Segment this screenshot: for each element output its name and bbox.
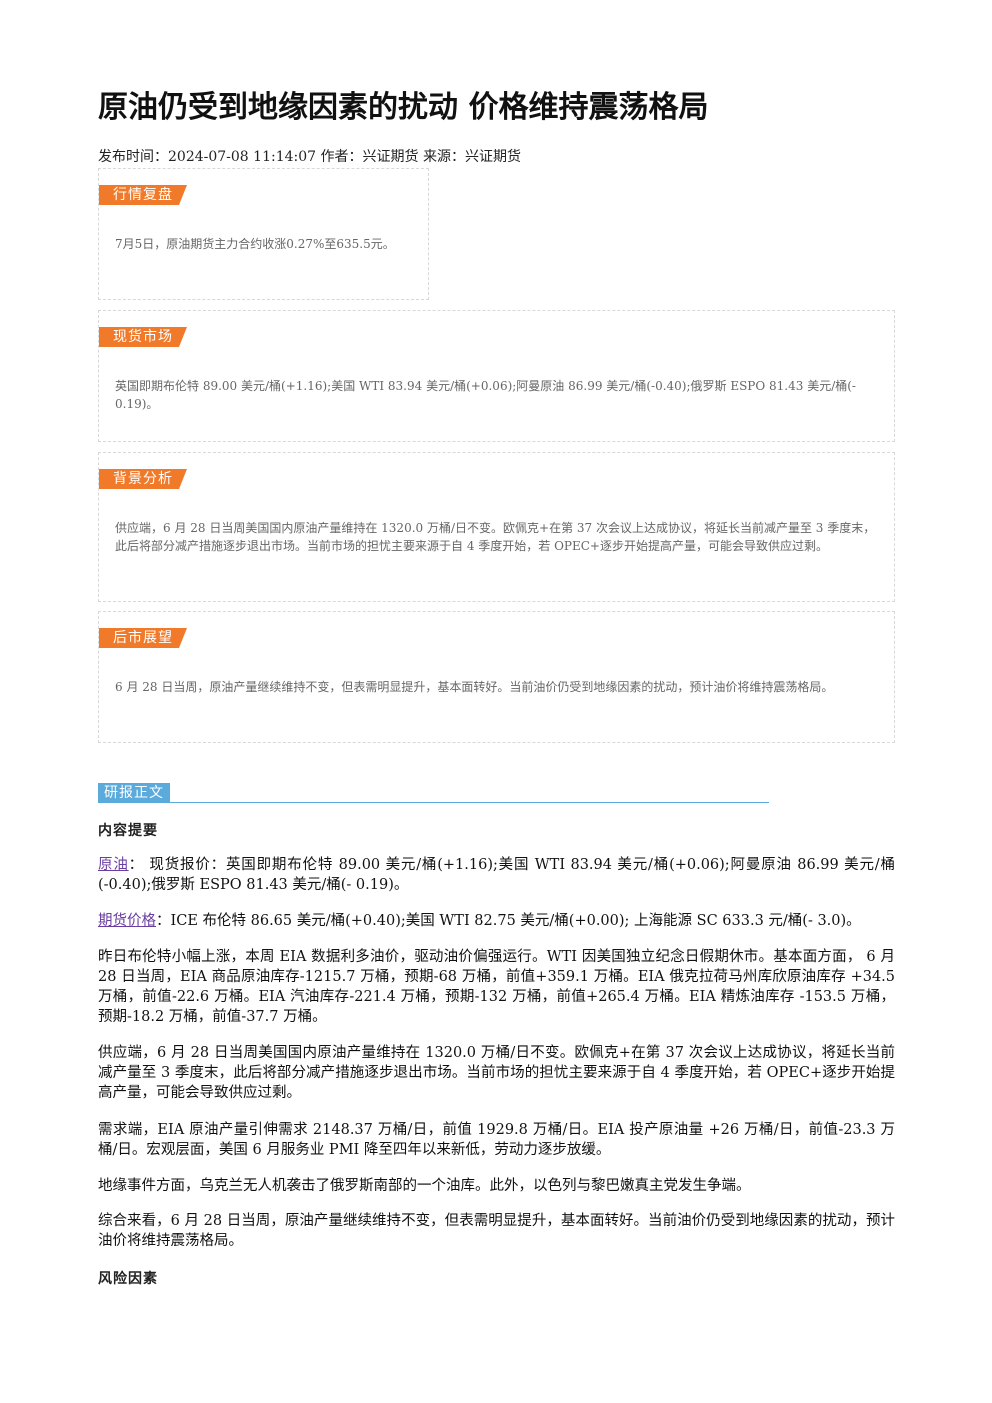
section-text-spot-market: 英国即期布伦特 89.00 美元/桶(+1.16);美国 WTI 83.94 美… [115,379,856,411]
article-title: 原油仍受到地缘因素的扰动 价格维持震荡格局 [98,90,709,125]
section-background: 背景分析 供应端，6 月 28 日当周美国国内原油产量维持在 1320.0 万桶… [98,452,895,602]
section-market-review: 行情复盘 7月5日，原油期货主力合约收涨0.27%至635.5元。 [98,168,429,300]
futures-price-link[interactable]: 期货价格 [98,913,156,929]
summary-heading: 内容提要 [98,823,158,839]
paragraph-crude-spot: 原油： 现货报价：英国即期布伦特 89.00 美元/桶(+1.16);美国 WT… [98,855,895,895]
section-tag-background: 背景分析 [99,469,187,489]
paragraph-demand: 需求端，EIA 原油产量引伸需求 2148.37 万桶/日，前值 1929.8 … [98,1122,895,1158]
section-tag-market-review: 行情复盘 [99,185,187,205]
research-tag: 研报正文 [98,783,170,803]
paragraph-futures-price-text: ：ICE 布伦特 86.65 美元/桶(+0.40);美国 WTI 82.75 … [156,913,861,929]
section-tag-spot-market: 现货市场 [99,327,187,347]
paragraph-futures-price: 期货价格：ICE 布伦特 86.65 美元/桶(+0.40);美国 WTI 82… [98,911,895,931]
research-divider [98,802,769,803]
section-text-background: 供应端，6 月 28 日当周美国国内原油产量维持在 1320.0 万桶/日不变。… [115,521,876,553]
paragraph-conclusion: 综合来看，6 月 28 日当周，原油产量继续维持不变，但表需明显提升，基本面转好… [98,1213,895,1249]
paragraph-supply: 供应端，6 月 28 日当周美国国内原油产量维持在 1320.0 万桶/日不变。… [98,1045,895,1101]
section-outlook: 后市展望 6 月 28 日当周，原油产量继续维持不变，但表需明显提升，基本面转好… [98,611,895,743]
risk-heading: 风险因素 [98,1271,158,1287]
section-text-market-review: 7月5日，原油期货主力合约收涨0.27%至635.5元。 [115,237,395,251]
section-spot-market: 现货市场 英国即期布伦特 89.00 美元/桶(+1.16);美国 WTI 83… [98,310,895,442]
paragraph-inventory: 昨日布伦特小幅上涨，本周 EIA 数据利多油价，驱动油价偏强运行。WTI 因美国… [98,949,895,1025]
crude-oil-link[interactable]: 原油 [98,857,129,873]
paragraph-geopolitics: 地缘事件方面，乌克兰无人机袭击了俄罗斯南部的一个油库。此外，以色列与黎巴嫩真主党… [98,1178,751,1194]
section-tag-outlook: 后市展望 [99,628,187,648]
article-meta: 发布时间：2024-07-08 11:14:07 作者：兴证期货 来源：兴证期货 [98,149,521,165]
section-text-outlook: 6 月 28 日当周，原油产量继续维持不变，但表需明显提升，基本面转好。当前油价… [115,680,834,694]
paragraph-crude-spot-text: ： 现货报价：英国即期布伦特 89.00 美元/桶(+1.16);美国 WTI … [98,857,895,893]
